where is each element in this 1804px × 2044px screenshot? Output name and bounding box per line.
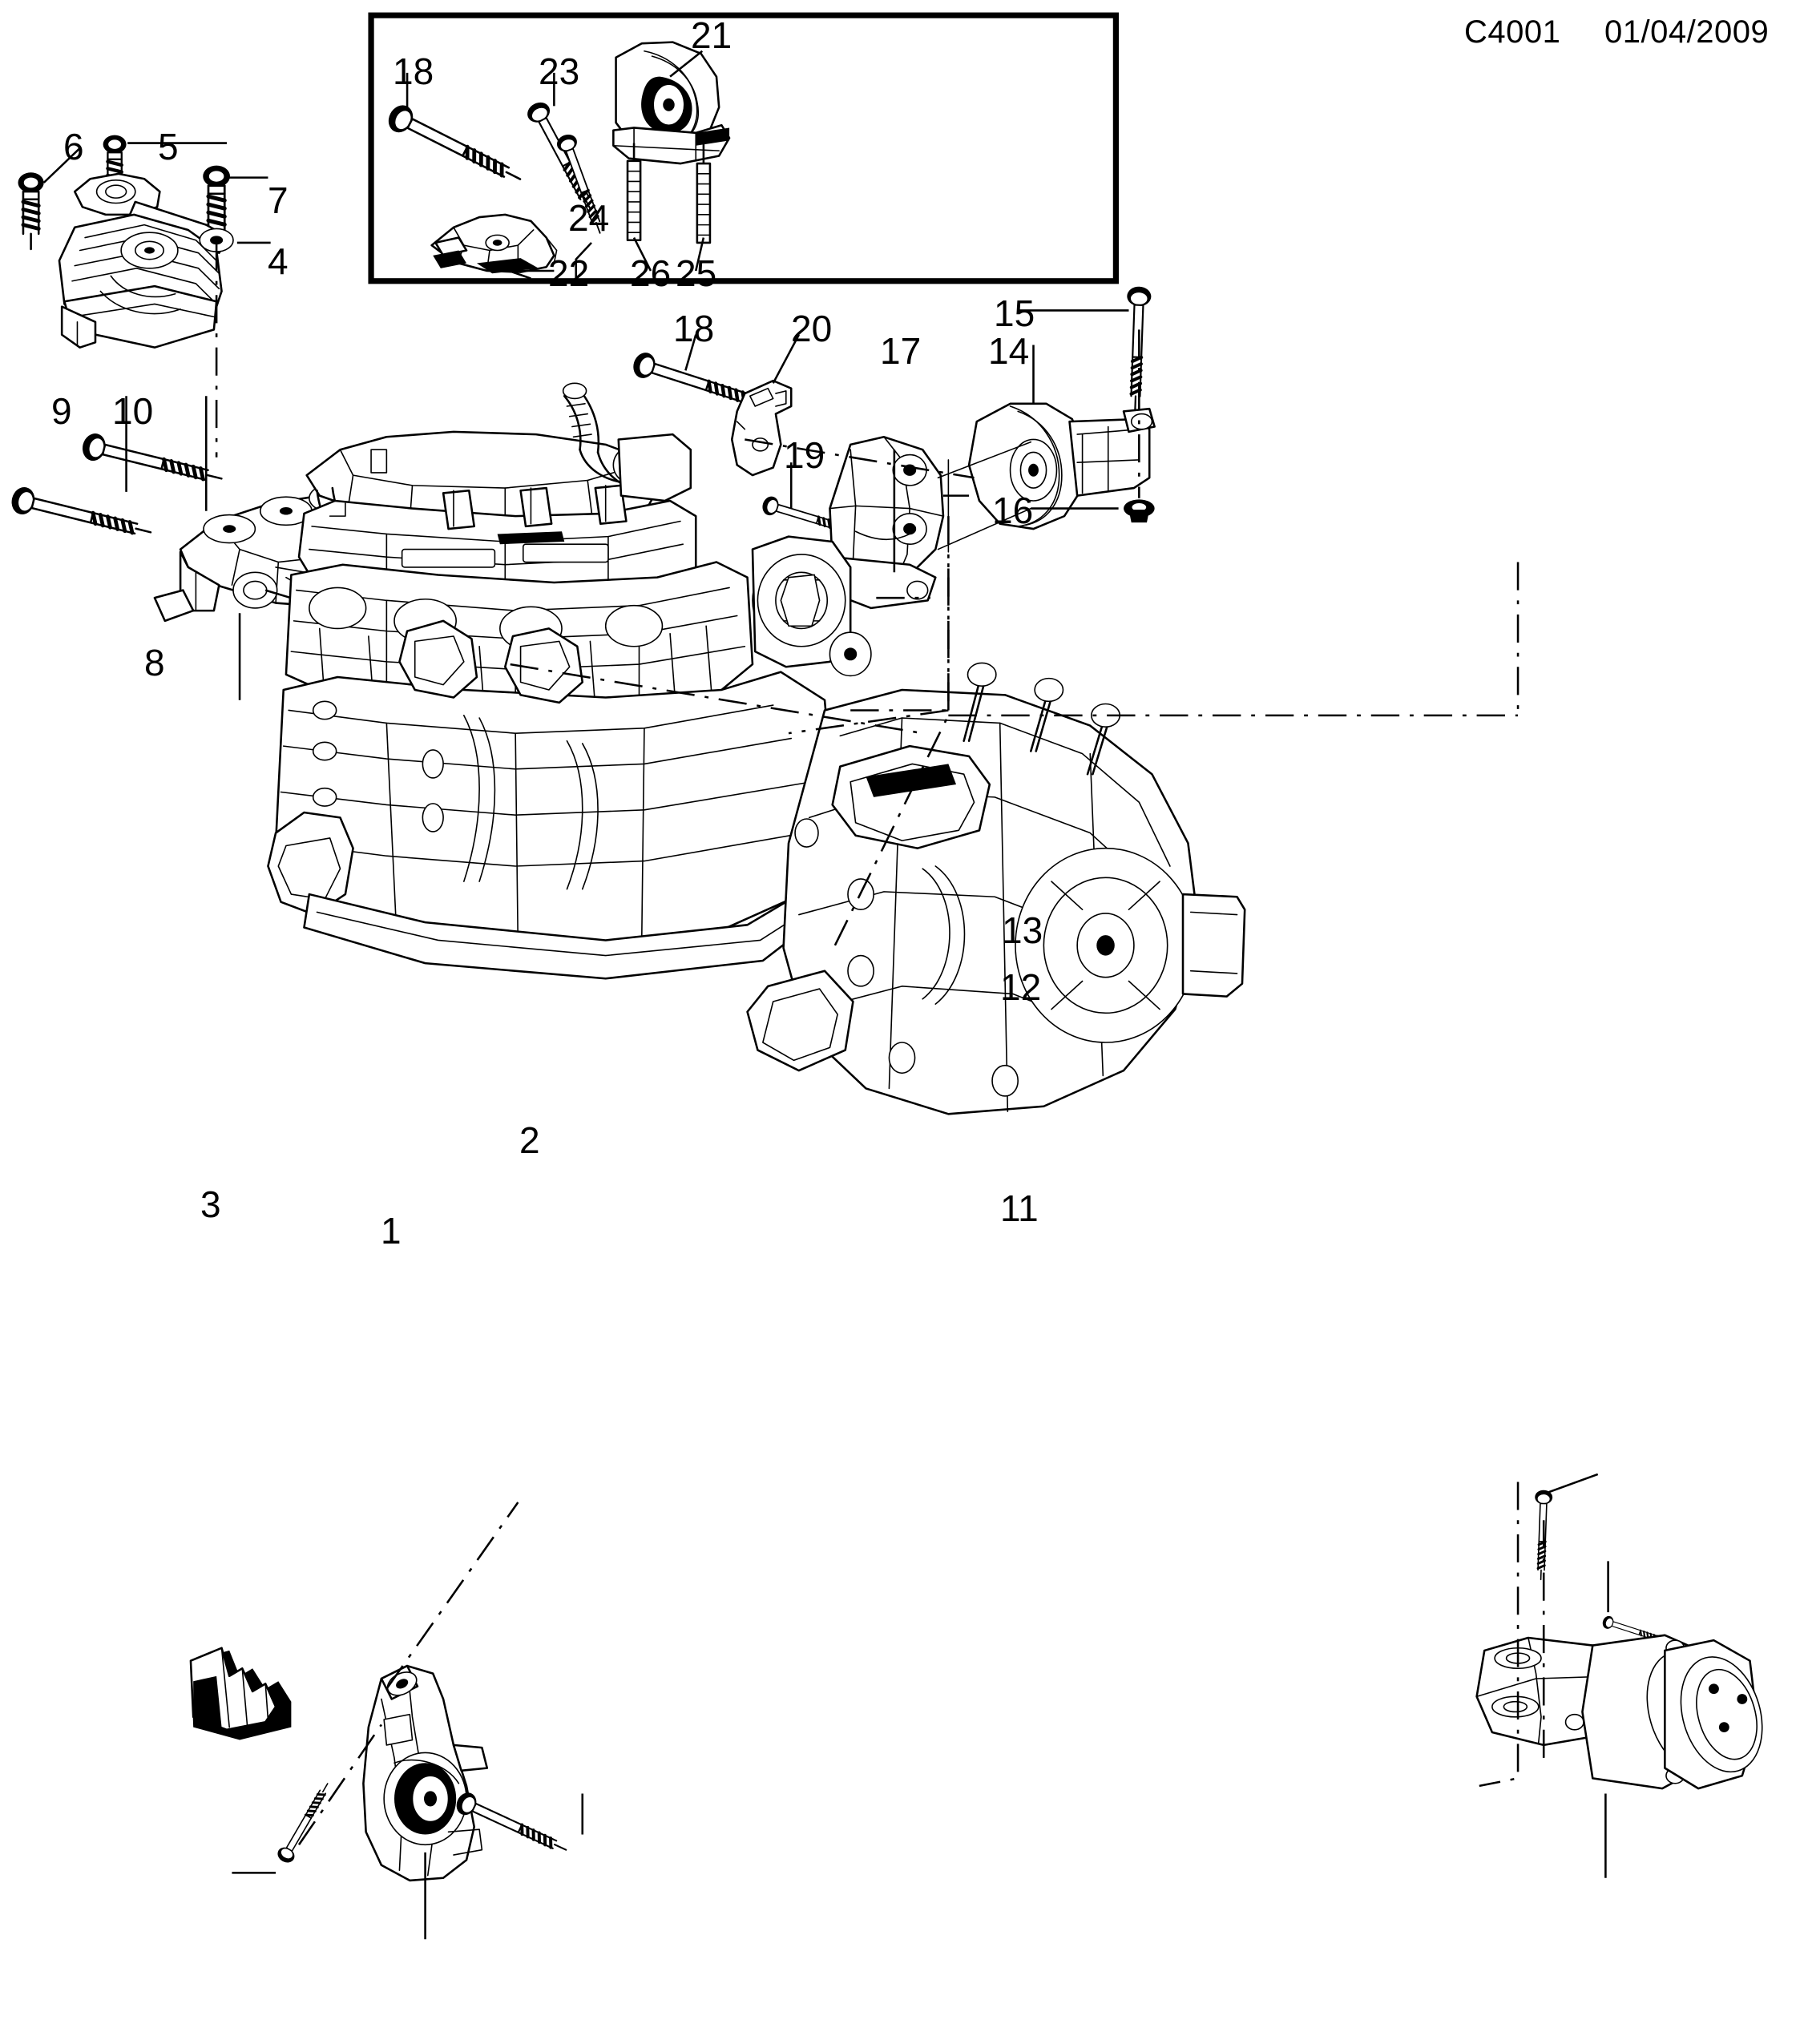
callout-1: 1 [381, 1210, 402, 1252]
callout-14: 14 [988, 330, 1030, 372]
callout-4: 4 [268, 240, 289, 282]
callout-6: 6 [63, 126, 84, 167]
callout-9: 9 [51, 390, 72, 432]
callout-10: 10 [112, 390, 154, 432]
callout-26: 26 [630, 252, 672, 294]
callout-16: 16 [992, 490, 1034, 531]
callout-12: 12 [1000, 966, 1042, 1008]
callout-21: 21 [691, 14, 732, 56]
callout-5: 5 [158, 126, 179, 167]
callout-23: 23 [539, 50, 580, 92]
callout-19: 19 [784, 434, 825, 476]
callout-7: 7 [268, 179, 289, 221]
callout-18-right: 18 [673, 308, 715, 349]
callout-18-inset: 18 [393, 50, 434, 92]
callout-24: 24 [568, 197, 610, 239]
callout-22: 22 [548, 252, 590, 294]
callout-3: 3 [200, 1183, 221, 1225]
callout-8: 8 [144, 642, 165, 683]
callout-15: 15 [994, 292, 1035, 334]
callout-25: 25 [676, 252, 717, 294]
callout-11: 11 [1000, 1187, 1039, 1229]
revision-date: 01/04/2009 [1604, 14, 1770, 50]
catalog-code: C4001 [1464, 14, 1561, 50]
callout-20: 20 [791, 308, 833, 349]
callout-2: 2 [519, 1119, 540, 1161]
callout-17: 17 [880, 330, 922, 372]
callout-13: 13 [1002, 909, 1043, 951]
